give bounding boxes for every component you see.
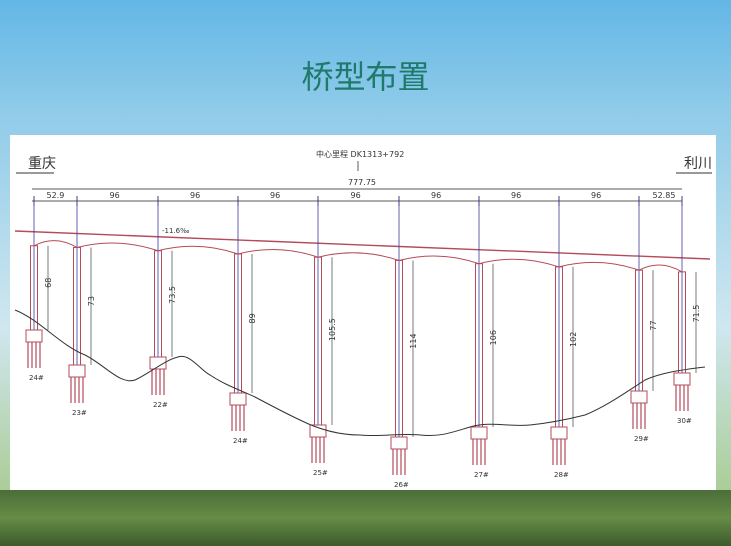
pier: 89 24# xyxy=(229,197,257,445)
span-label: 96 xyxy=(351,191,361,200)
deck-soffit-arch xyxy=(398,255,480,265)
pile-cap xyxy=(149,356,167,370)
pile-cap xyxy=(229,392,247,406)
center-stake-label: 中心里程 DK1313+792 xyxy=(316,149,404,159)
pier: 73.5 22# xyxy=(149,197,177,409)
deck-soffit-arch xyxy=(237,249,319,258)
span-label: 52.85 xyxy=(653,191,676,200)
pier-height-label: 89 xyxy=(248,313,257,323)
foundation-label: 25# xyxy=(313,469,328,477)
bridge-elevation-svg: 重庆 利川 中心里程 DK1313+792 777.75 52.9 96 96 96 9… xyxy=(14,149,712,489)
slide-title: 桥型布置 xyxy=(301,58,430,96)
piers: 68 24# 73 23# 73.5 22# 89 24# 105.5 25# 114 26# 106 2… xyxy=(25,197,701,489)
foundation-label: 29# xyxy=(634,435,649,443)
pile-cap xyxy=(390,436,408,450)
foundation-label: 22# xyxy=(153,401,168,409)
pile-cap xyxy=(309,424,327,438)
pile-cap xyxy=(630,390,648,404)
pier: 71.5 30# xyxy=(673,197,701,425)
right-end-label: 利川 xyxy=(684,156,712,172)
pile-cap xyxy=(25,329,43,343)
pier-height-label: 105.5 xyxy=(328,318,337,341)
bridge-elevation-drawing: 重庆 利川 中心里程 DK1313+792 777.75 52.9 96 96 96 9… xyxy=(10,135,716,490)
deck-soffit-arch xyxy=(317,252,400,261)
total-length-label: 777.75 xyxy=(348,178,376,187)
pier: 68 24# xyxy=(25,197,53,382)
pier-height-label: 114 xyxy=(409,333,418,348)
pier-height-label: 68 xyxy=(44,278,53,288)
foundation-label: 28# xyxy=(554,471,569,479)
pile-cap xyxy=(68,364,86,378)
pier: 105.5 25# xyxy=(309,197,337,477)
pier: 77 29# xyxy=(630,197,658,443)
foundation-label: 27# xyxy=(474,471,489,479)
span-label: 96 xyxy=(591,191,601,200)
slope-label: -11.6‰ xyxy=(162,227,190,235)
pier: 114 26# xyxy=(390,197,418,489)
deck-soffit-arch xyxy=(558,261,640,271)
pier: 73 23# xyxy=(68,197,96,417)
pier-height-label: 71.5 xyxy=(692,305,701,323)
deck-soffit-arch xyxy=(638,264,683,273)
pile-cap xyxy=(673,372,691,386)
span-label: 96 xyxy=(431,191,441,200)
left-end-label: 重庆 xyxy=(28,156,56,172)
foundation-label: 24# xyxy=(233,437,248,445)
deck-soffit-arch xyxy=(157,245,239,255)
foundation-label: 26# xyxy=(394,481,409,489)
pier: 102 28# xyxy=(550,197,578,479)
span-label: 96 xyxy=(190,191,200,200)
pier-height-label: 73 xyxy=(87,296,96,306)
span-label: 96 xyxy=(511,191,521,200)
ground-line xyxy=(14,309,706,437)
deck-arches xyxy=(33,240,683,273)
pier-height-label: 73.5 xyxy=(168,286,177,304)
foundation-label: 23# xyxy=(72,409,87,417)
pile-cap xyxy=(550,426,568,440)
deck-soffit-arch xyxy=(76,242,159,252)
pier: 106 27# xyxy=(470,197,498,479)
deck-top-line xyxy=(14,230,711,260)
foundation-label: 24# xyxy=(29,374,44,382)
foundation-label: 30# xyxy=(677,417,692,425)
span-label: 96 xyxy=(270,191,280,200)
pier-height-label: 102 xyxy=(569,332,578,347)
deck-soffit-arch xyxy=(33,240,78,248)
span-labels: 52.9 96 96 96 96 96 96 96 52.85 xyxy=(47,191,676,200)
pier-height-label: 106 xyxy=(489,330,498,345)
background-hills xyxy=(0,490,731,546)
deck-soffit-arch xyxy=(478,258,560,268)
pier-height-label: 77 xyxy=(649,320,658,330)
span-label: 96 xyxy=(110,191,120,200)
pile-cap xyxy=(470,426,488,440)
span-label: 52.9 xyxy=(47,191,65,200)
